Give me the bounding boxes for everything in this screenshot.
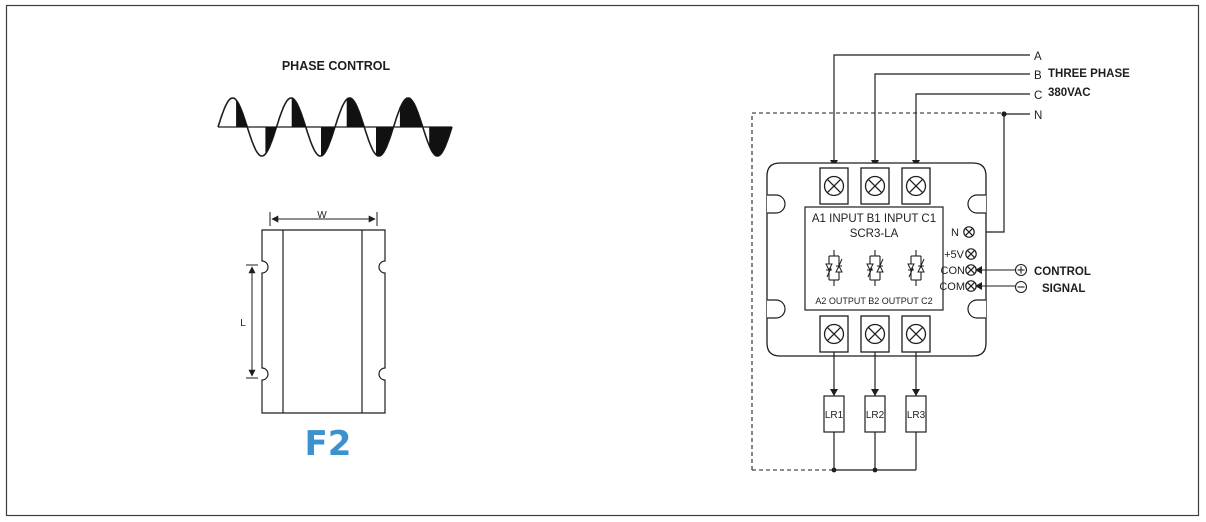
terminal-com-label: COM	[939, 281, 965, 293]
terminal-b1-icon	[860, 167, 890, 205]
output-lines	[833, 352, 917, 471]
output-arrows	[830, 389, 920, 396]
output-header: A2 OUTPUT B2 OUTPUT C2	[815, 296, 932, 306]
terminal-b2-icon	[860, 315, 890, 353]
minus-terminal-icon	[1014, 280, 1028, 294]
terminal-c2-icon	[901, 315, 931, 353]
load-resistor-3: LR3	[905, 395, 927, 433]
outer-frame	[5, 4, 1200, 517]
length-dimension: L	[240, 264, 258, 379]
load-junction-a	[831, 467, 837, 473]
load-junction-b	[872, 467, 878, 473]
module-model: SCR3-LA	[850, 228, 899, 240]
conduction-area	[346, 98, 365, 127]
control-label: CONTROL	[1034, 266, 1091, 278]
plus-terminal-icon	[1014, 263, 1028, 277]
neutral-label: N	[1034, 110, 1042, 122]
conduction-area	[236, 100, 248, 127]
conduction-area	[376, 127, 394, 156]
input-header: A1 INPUT B1 INPUT C1	[812, 213, 936, 225]
load-resistor-1: LR1	[823, 395, 845, 433]
width-dimension: W	[269, 210, 378, 226]
terminal-5v-icon	[965, 248, 977, 260]
width-label: W	[317, 210, 327, 221]
conduction-area	[291, 98, 306, 127]
terminal-con-icon	[965, 264, 977, 276]
load-resistor-2: LR2	[864, 395, 886, 433]
terminal-com-icon	[965, 280, 977, 292]
line-a-label: A	[1034, 51, 1042, 63]
length-label: L	[240, 318, 246, 329]
neutral-return-dashed	[751, 112, 1004, 470]
load-label-1: LR1	[825, 410, 844, 421]
terminal-con-label: CON	[941, 265, 966, 277]
voltage-label: 380VAC	[1048, 87, 1091, 99]
conduction-area	[321, 127, 335, 156]
conduction-area	[399, 98, 423, 127]
supply-lines	[833, 54, 1030, 233]
three-phase-label: THREE PHASE	[1048, 68, 1130, 80]
conduction-area	[265, 127, 277, 154]
phase-control-waveform	[217, 97, 453, 157]
terminal-5v-label: +5V	[944, 249, 965, 261]
signal-label: SIGNAL	[1042, 283, 1085, 295]
terminal-a1-icon	[819, 167, 849, 205]
terminal-a2-icon	[819, 315, 849, 353]
module-outline-drawing	[261, 229, 386, 414]
load-label-2: LR2	[866, 410, 885, 421]
model-code: F2	[305, 424, 352, 464]
terminal-c1-icon	[901, 167, 931, 205]
conduction-area	[429, 127, 452, 156]
neutral-junction	[1001, 111, 1007, 117]
terminal-n-icon	[963, 226, 975, 238]
line-c-label: C	[1034, 90, 1042, 102]
terminal-n-label: N	[951, 227, 959, 239]
load-label-3: LR3	[907, 410, 926, 421]
control-signal-lines	[978, 269, 1015, 287]
scr-module	[766, 162, 987, 357]
line-b-label: B	[1034, 70, 1042, 82]
phase-control-title: PHASE CONTROL	[282, 59, 391, 73]
